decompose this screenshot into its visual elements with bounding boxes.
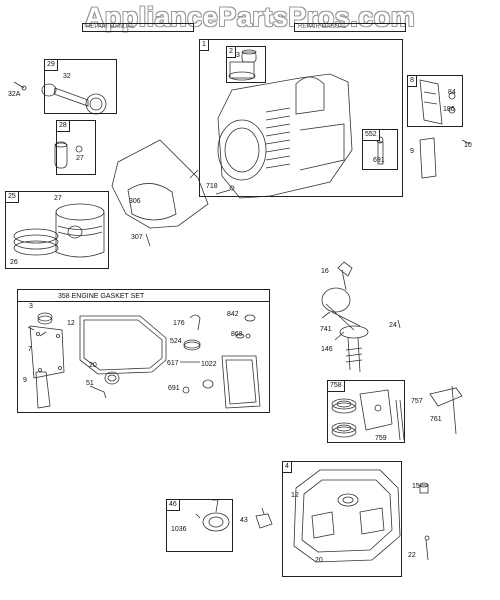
part-label: 32 xyxy=(63,73,71,80)
cam-gear-drawing xyxy=(195,499,273,532)
part-label: 9 xyxy=(410,148,414,155)
part-label: 757 xyxy=(411,398,423,405)
part-label: 1022 xyxy=(201,361,217,368)
box-tag: 552 xyxy=(363,130,380,141)
part-label: 176 xyxy=(173,320,185,327)
connecting-rod-drawing xyxy=(13,81,107,115)
box-4-crankcase-cover: 4 xyxy=(282,461,402,577)
part-label: 741 xyxy=(320,326,332,333)
box-758-valve-set: 758 xyxy=(327,380,405,443)
part-label: 761 xyxy=(430,416,442,423)
piston-pin-drawing xyxy=(54,141,83,169)
part-label: 9 xyxy=(23,377,27,384)
box-28-piston-pin: 28 xyxy=(56,120,96,175)
part-label: 718 xyxy=(206,183,218,190)
part-label: 84 xyxy=(448,89,456,96)
part-label: 691 xyxy=(168,385,180,392)
box-8-breather: 8 xyxy=(407,75,463,127)
part-label: 146 xyxy=(321,346,333,353)
part-label: 51 xyxy=(86,380,94,387)
box-1-short-block: 1 xyxy=(199,39,403,197)
box-tag: 758 xyxy=(328,381,345,392)
box-2-cylinder-sleeve: 2 xyxy=(226,46,266,83)
part-label: 10 xyxy=(464,142,472,149)
crankshaft-drawing xyxy=(321,261,401,373)
part-label: 22 xyxy=(408,552,416,559)
valve-parts-drawing xyxy=(331,385,463,441)
piston-drawing xyxy=(13,203,105,258)
part-label: 3 xyxy=(29,303,33,310)
box-tag: 8 xyxy=(408,76,417,87)
breather-cover-drawing xyxy=(419,79,471,179)
part-label: 43 xyxy=(240,517,248,524)
part-label: 15 xyxy=(412,483,420,490)
box-tag: 25 xyxy=(6,192,19,203)
box-29-connecting-rod: 29 xyxy=(44,59,117,114)
box-tag: 2 xyxy=(227,47,236,58)
box-552-tappet: 552 xyxy=(362,129,398,170)
cylinder-block-drawing xyxy=(215,49,353,199)
part-label: 1036 xyxy=(171,526,187,533)
part-label: 32A xyxy=(8,91,21,98)
part-label: 27 xyxy=(54,195,62,202)
box-46-cam-gear: 46 xyxy=(166,499,233,552)
manual-stamp-left: REPAIR MANUAL xyxy=(82,23,194,32)
part-label: 842 xyxy=(227,311,239,318)
box-tag: 1 xyxy=(200,40,209,51)
box-25-piston-assembly: 25 xyxy=(5,191,109,269)
shroud-drawing xyxy=(111,139,209,247)
part-label: 20 xyxy=(89,362,97,369)
manual-stamp-right: REPAIR MANUAL xyxy=(294,23,406,32)
part-label: 12 xyxy=(291,492,299,499)
part-label: 26 xyxy=(10,259,18,266)
gasket-set-drawing xyxy=(29,312,261,409)
part-label: 27 xyxy=(76,155,84,162)
part-label: 186 xyxy=(443,106,455,113)
gasket-set-title: 358 ENGINE GASKET SET xyxy=(58,293,145,300)
part-label: 24 xyxy=(389,322,397,329)
watermark: AppliancePartsPros.com xyxy=(84,2,416,32)
part-label: 524 xyxy=(170,338,182,345)
box-tag: 29 xyxy=(45,60,58,71)
gasket-set-divider xyxy=(18,301,269,302)
part-label: 868 xyxy=(231,331,243,338)
leader-lines xyxy=(27,311,345,341)
part-label: 16 xyxy=(321,268,329,275)
box-358-engine-gasket-set: 358 ENGINE GASKET SET xyxy=(17,289,270,413)
box-tag: 46 xyxy=(167,500,180,511)
box-tag: 4 xyxy=(283,462,292,473)
part-label: 617 xyxy=(167,360,179,367)
part-label: 759 xyxy=(375,435,387,442)
part-label: 3 xyxy=(236,52,240,59)
part-label: 7 xyxy=(28,346,32,353)
part-label: 307 xyxy=(131,234,143,241)
part-label: 691 xyxy=(373,157,385,164)
part-label: 306 xyxy=(129,198,141,205)
part-label: 20 xyxy=(315,557,323,564)
crankcase-cover-drawing xyxy=(293,469,430,563)
part-label: 12 xyxy=(67,320,75,327)
box-tag: 28 xyxy=(57,121,70,132)
